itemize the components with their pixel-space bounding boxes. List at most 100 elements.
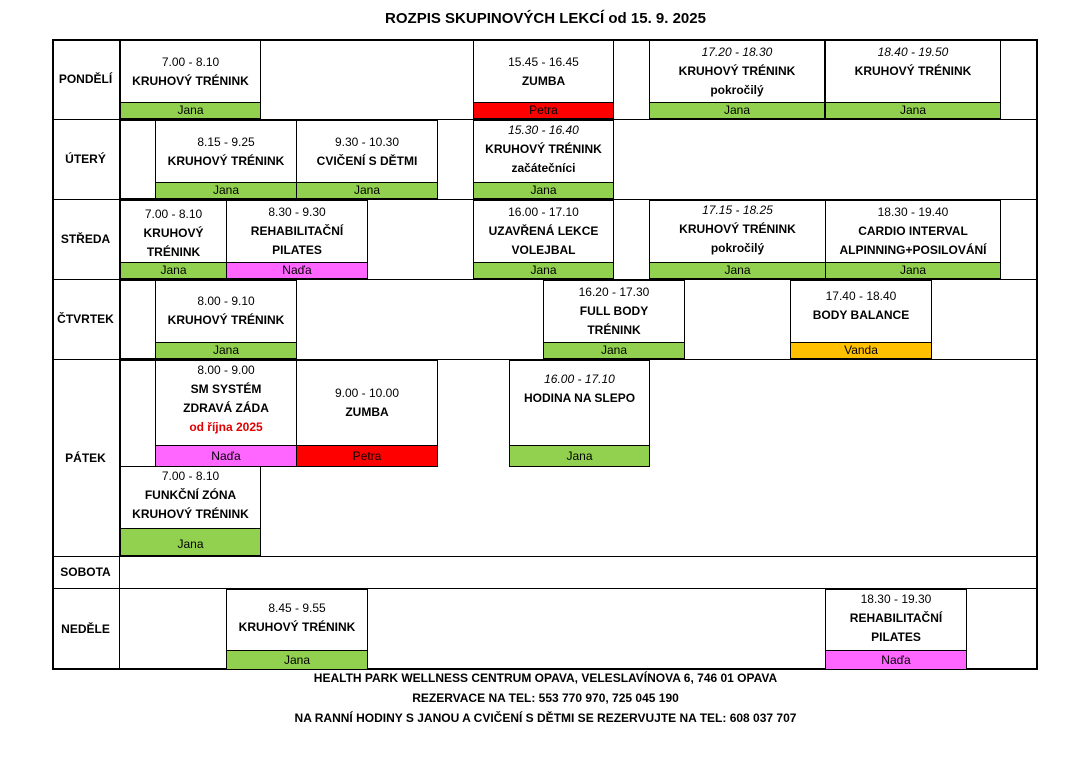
lesson-cell: 8.00 - 9.10 KRUHOVÝ TRÉNINK Jana	[155, 280, 297, 359]
lesson-name: KRUHOVÝ TRÉNINK	[167, 154, 285, 168]
instructor-label: Jana	[826, 102, 1000, 118]
day-label-thursday: ČTVRTEK	[57, 312, 114, 326]
lesson-time: 8.00 - 9.00	[197, 363, 255, 377]
lesson-name-line2: KRUHOVÝ TRÉNINK	[132, 507, 249, 521]
lesson-name-line2: PILATES	[871, 630, 921, 644]
lesson-time: 16.00 - 17.10	[508, 205, 579, 219]
lesson-note: od října 2025	[189, 420, 263, 434]
row-divider	[52, 279, 1038, 280]
footer-reservation: REZERVACE NA TEL: 553 770 970, 725 045 1…	[412, 691, 679, 705]
page-title: ROZPIS SKUPINOVÝCH LEKCÍ od 15. 9. 2025	[385, 10, 706, 27]
lesson-cell: 18.30 - 19.30 REHABILITAČNÍ PILATES Naďa	[825, 589, 967, 670]
row-divider	[52, 588, 1038, 589]
lesson-cell: 7.00 - 8.10 KRUHOVÝ TRÉNINK Jana	[120, 200, 227, 279]
row-divider	[52, 119, 1038, 120]
lesson-time: 8.30 - 9.30	[268, 205, 326, 219]
instructor-label: Jana	[297, 182, 437, 198]
lesson-cell: 8.15 - 9.25 KRUHOVÝ TRÉNINK Jana	[155, 120, 297, 199]
lesson-cell: 7.00 - 8.10 FUNKČNÍ ZÓNA KRUHOVÝ TRÉNINK…	[120, 466, 261, 556]
instructor-label: Petra	[297, 445, 437, 466]
lesson-name-line2: PILATES	[272, 243, 322, 257]
lesson-cell: 16.20 - 17.30 FULL BODY TRÉNINK Jana	[543, 280, 685, 359]
lesson-name: KRUHOVÝ TRÉNINK	[132, 74, 249, 88]
day-label-tuesday: ÚTERÝ	[65, 152, 106, 166]
instructor-label: Jana	[121, 102, 260, 118]
lesson-time: 9.30 - 10.30	[334, 135, 400, 149]
instructor-label: Jana	[121, 262, 226, 278]
day-label-saturday: SOBOTA	[60, 565, 111, 579]
instructor-label: Vanda	[791, 342, 931, 358]
lesson-cell: 8.45 - 9.55 KRUHOVÝ TRÉNINK Jana	[226, 589, 368, 670]
lesson-cell: 9.30 - 10.30 CVIČENÍ S DĚTMI Jana	[296, 120, 438, 199]
lesson-time: 7.00 - 8.10	[144, 207, 203, 221]
lesson-time: 7.00 - 8.10	[161, 469, 220, 483]
row-divider	[52, 556, 1038, 557]
empty-cell	[120, 360, 156, 467]
row-divider	[52, 359, 1038, 360]
empty-cell	[120, 120, 156, 199]
lesson-time: 17.20 - 18.30	[701, 45, 773, 59]
day-label-monday: PONDĚLÍ	[58, 72, 113, 86]
instructor-label: Jana	[227, 650, 367, 669]
lesson-name: UZAVŘENÁ LEKCE	[488, 224, 599, 238]
instructor-label: Petra	[474, 102, 613, 118]
lesson-name: KRUHOVÝ TRÉNINK	[167, 313, 285, 327]
lesson-name: REHABILITAČNÍ	[250, 224, 344, 238]
lesson-time: 18.40 - 19.50	[877, 45, 949, 59]
lesson-name: ZUMBA	[521, 74, 566, 88]
instructor-label: Jana	[544, 342, 684, 358]
lesson-name: SM SYSTÉM	[190, 382, 262, 396]
lesson-name: KRUHOVÝ TRÉNINK	[854, 64, 972, 78]
lesson-name: FUNKČNÍ ZÓNA	[144, 488, 237, 502]
lesson-level: pokročilý	[710, 241, 765, 255]
lesson-time: 18.30 - 19.30	[860, 592, 932, 606]
lesson-cell: 17.40 - 18.40 BODY BALANCE Vanda	[790, 280, 932, 359]
lesson-name: FULL BODY	[579, 304, 649, 318]
lesson-name: KRUHOVÝ TRÉNINK	[679, 222, 796, 236]
lesson-cell: 8.00 - 9.00 SM SYSTÉM ZDRAVÁ ZÁDA od říj…	[155, 360, 297, 467]
lesson-time: 8.45 - 9.55	[268, 601, 326, 615]
instructor-label: Jana	[650, 102, 824, 118]
lesson-time: 18.30 - 19.40	[877, 205, 949, 219]
instructor-label: Jana	[474, 262, 613, 278]
day-label-sunday: NEDĚLE	[61, 622, 110, 636]
lesson-level: pokročilý	[710, 83, 764, 97]
lesson-time: 9.00 - 10.00	[334, 386, 400, 400]
day-column-divider	[119, 39, 120, 670]
instructor-label: Jana	[826, 262, 1000, 278]
lesson-cell: 15.30 - 16.40 KRUHOVÝ TRÉNINK začátečníc…	[473, 120, 614, 199]
day-label-friday: PÁTEK	[65, 450, 106, 465]
lesson-time: 8.15 - 9.25	[197, 135, 255, 149]
lesson-name: HODINA NA SLEPO	[523, 391, 636, 405]
lesson-name: KRUHOVÝ TRÉNINK	[238, 620, 356, 634]
lesson-name: KRUHOVÝ TRÉNINK	[485, 142, 602, 156]
instructor-label: Jana	[121, 528, 260, 555]
lesson-name: REHABILITAČNÍ	[849, 611, 943, 625]
lesson-cell: 16.00 - 17.10 UZAVŘENÁ LEKCE VOLEJBAL Ja…	[473, 200, 614, 279]
lesson-name-line2: VOLEJBAL	[511, 243, 576, 257]
instructor-label: Naďa	[156, 445, 296, 466]
lesson-cell: 17.15 - 18.25 KRUHOVÝ TRÉNINK pokročilý …	[649, 200, 826, 279]
instructor-label: Jana	[156, 342, 296, 358]
lesson-name: ZUMBA	[345, 405, 389, 419]
row-divider	[52, 199, 1038, 200]
lesson-cell: 8.30 - 9.30 REHABILITAČNÍ PILATES Naďa	[226, 200, 368, 279]
instructor-label: Jana	[650, 262, 825, 278]
lesson-time: 8.00 - 9.10	[197, 294, 255, 308]
lesson-name: CARDIO INTERVAL	[858, 224, 968, 238]
lesson-name: BODY BALANCE	[812, 308, 910, 322]
empty-cell	[120, 280, 156, 359]
lesson-cell: 18.40 - 19.50 KRUHOVÝ TRÉNINK Jana	[825, 40, 1001, 119]
lesson-time: 17.15 - 18.25	[702, 203, 773, 217]
instructor-label: Jana	[510, 445, 649, 466]
lesson-time: 16.20 - 17.30	[578, 285, 650, 299]
lesson-time: 16.00 - 17.10	[544, 372, 615, 386]
footer-address: HEALTH PARK WELLNESS CENTRUM OPAVA, VELE…	[313, 671, 778, 685]
lesson-cell: 16.00 - 17.10 HODINA NA SLEPO Jana	[509, 360, 650, 467]
lesson-time: 17.40 - 18.40	[825, 289, 897, 303]
lesson-name-line2: ALPINNING+POSILOVÁNÍ	[839, 243, 987, 257]
footer-morning-reservation: NA RANNÍ HODINY S JANOU A CVIČENÍ S DĚTM…	[294, 711, 797, 725]
instructor-label: Naďa	[227, 262, 367, 278]
instructor-label: Jana	[156, 182, 296, 198]
lesson-time: 15.45 - 16.45	[508, 55, 579, 69]
